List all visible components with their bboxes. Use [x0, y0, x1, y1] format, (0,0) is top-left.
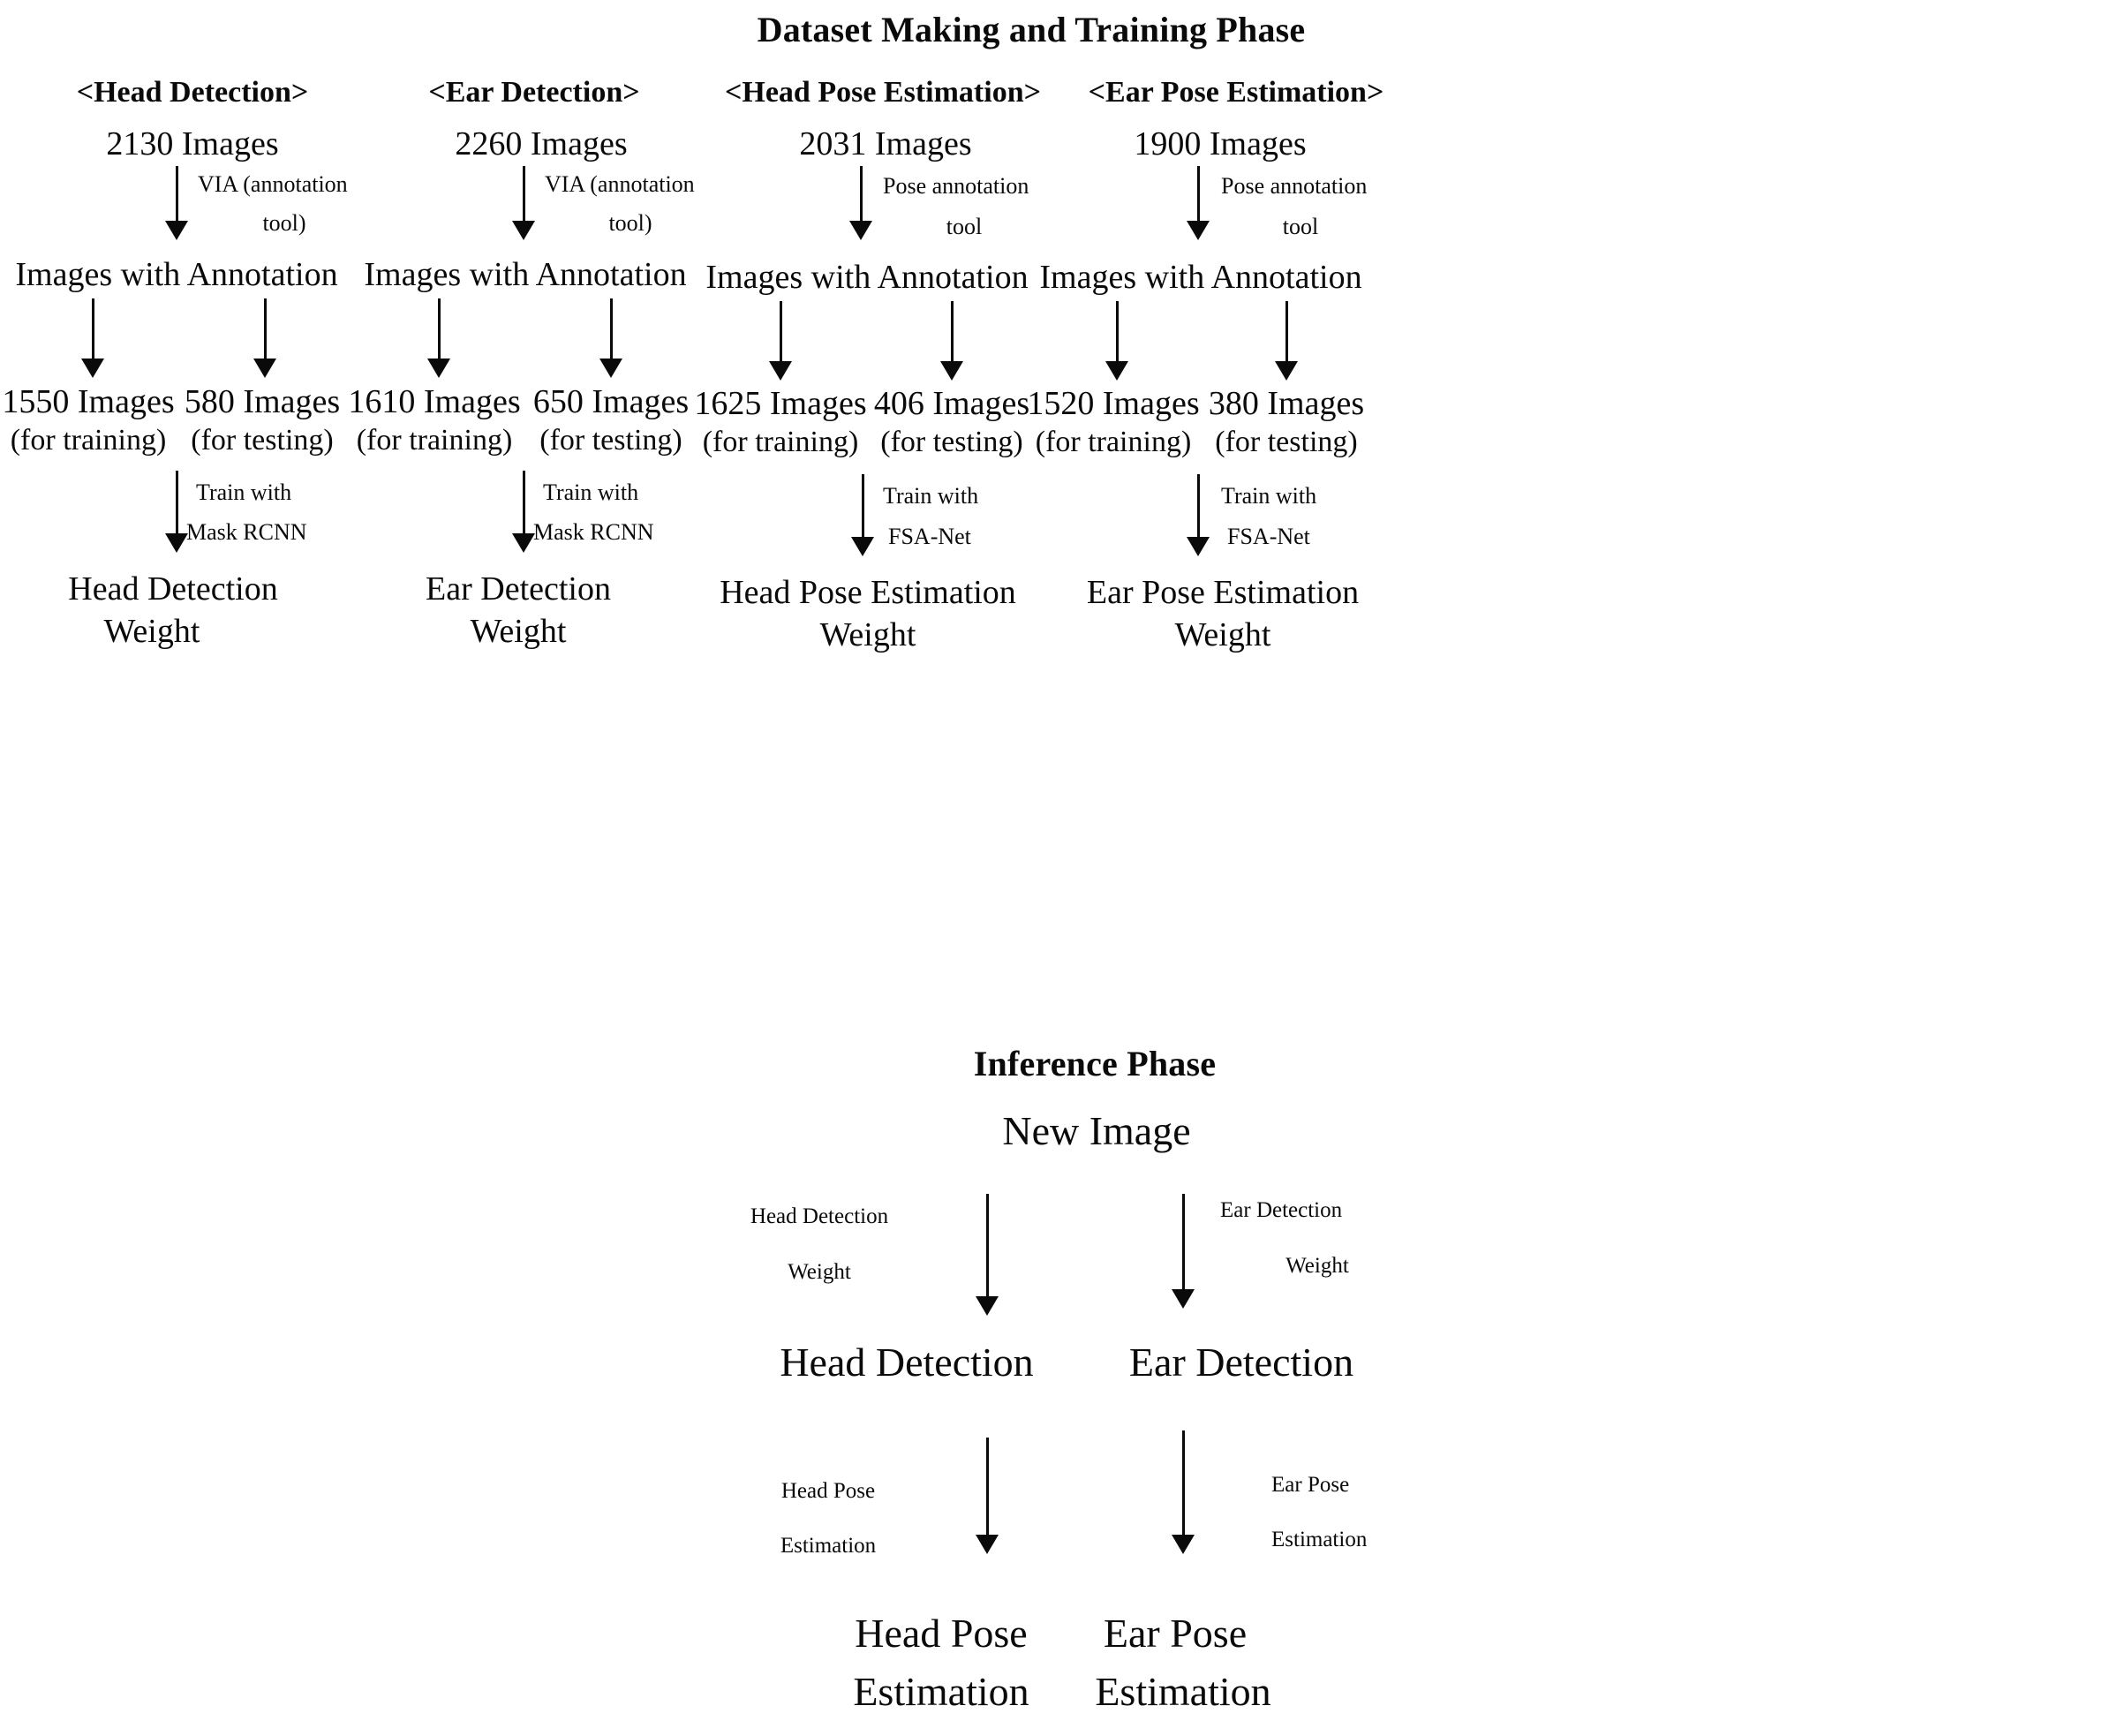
- arrow-train-ear-detection: [510, 471, 537, 553]
- weight-head-pose-estimation-line1: Head Pose Estimation: [720, 574, 1016, 611]
- arrow-train-head-pose-estimation: [849, 474, 876, 556]
- train-count-head-pose-estimation: 1625 Images: [694, 385, 867, 422]
- train-caption-ear-pose-estimation: (for training): [1035, 426, 1192, 458]
- edge-label-annotation-tool-ear-pose-line2: tool: [1282, 214, 1319, 239]
- edge-label-inference-head-weight-line2: Weight: [788, 1260, 851, 1284]
- edge-label-train-with-ear-detection-line1: Train with: [543, 479, 639, 505]
- annotated-images-ear-detection: Images with Annotation: [364, 256, 687, 293]
- arrow-train-head-detection: [163, 471, 190, 553]
- edge-label-train-with-head-pose-line2: FSA-Net: [888, 524, 971, 549]
- arrow-annotate-ear-detection: [510, 166, 537, 240]
- weight-ear-pose-estimation-line2: Weight: [1174, 616, 1271, 653]
- edge-label-train-with-head-detection-line2: Mask RCNN: [186, 519, 307, 545]
- train-caption-ear-detection: (for training): [356, 424, 513, 457]
- inference-output-ear-pose-line2: Estimation: [1095, 1669, 1271, 1714]
- weight-head-detection-line2: Weight: [103, 613, 200, 650]
- test-caption-ear-pose-estimation: (for testing): [1215, 426, 1358, 458]
- edge-label-annotation-tool-ear-detection-line2: tool): [608, 210, 652, 236]
- inference-output-head-pose-line2: Estimation: [853, 1669, 1029, 1714]
- edge-label-annotation-tool-head-detection-line2: tool): [262, 210, 306, 236]
- edge-label-inference-head-pose-line2: Estimation: [780, 1534, 877, 1558]
- inference-output-head-pose-line1: Head Pose: [855, 1611, 1028, 1656]
- arrow-annotate-head-detection: [163, 166, 190, 240]
- arrow-split-train-head-detection: [79, 298, 106, 378]
- arrow-inference-head-detection: [974, 1194, 1000, 1316]
- weight-ear-detection-line1: Ear Detection: [426, 570, 611, 608]
- arrow-inference-head-pose-estimation: [974, 1438, 1000, 1554]
- edge-label-annotation-tool-head-detection-line1: VIA (annotation: [198, 171, 348, 197]
- edge-label-inference-ear-pose-line1: Ear Pose: [1271, 1473, 1350, 1497]
- arrow-split-test-ear-detection: [598, 298, 624, 378]
- inference-phase-title: Inference Phase: [973, 1044, 1217, 1083]
- train-count-ear-pose-estimation: 1520 Images: [1027, 385, 1200, 422]
- arrow-inference-ear-pose-estimation: [1170, 1430, 1196, 1554]
- arrow-train-ear-pose-estimation: [1185, 474, 1211, 556]
- edge-label-annotation-tool-ear-detection-line1: VIA (annotation: [545, 171, 695, 197]
- column-header-head-detection: <Head Detection>: [76, 76, 309, 109]
- weight-ear-pose-estimation-line1: Ear Pose Estimation: [1086, 574, 1360, 611]
- arrow-split-train-ear-pose-estimation: [1104, 301, 1130, 381]
- inference-output-ear-pose-line1: Ear Pose: [1103, 1611, 1248, 1656]
- train-caption-head-pose-estimation: (for training): [702, 426, 859, 458]
- edge-label-inference-ear-weight-line2: Weight: [1285, 1254, 1349, 1278]
- arrow-split-train-head-pose-estimation: [767, 301, 794, 381]
- source-images-ear-pose-estimation: 1900 Images: [1134, 125, 1307, 162]
- test-count-head-detection: 580 Images: [184, 383, 341, 420]
- annotated-images-head-pose-estimation: Images with Annotation: [705, 259, 1029, 296]
- test-count-head-pose-estimation: 406 Images: [873, 385, 1030, 422]
- column-header-ear-detection: <Ear Detection>: [428, 76, 640, 109]
- arrow-inference-ear-detection: [1170, 1194, 1196, 1309]
- weight-head-detection-line1: Head Detection: [68, 570, 278, 608]
- source-images-head-pose-estimation: 2031 Images: [799, 125, 972, 162]
- annotated-images-ear-pose-estimation: Images with Annotation: [1039, 259, 1362, 296]
- edge-label-annotation-tool-head-pose-line1: Pose annotation: [883, 173, 1029, 199]
- inference-stage-ear-detection: Ear Detection: [1128, 1340, 1354, 1385]
- test-caption-head-pose-estimation: (for testing): [880, 426, 1023, 458]
- inference-stage-head-detection: Head Detection: [780, 1340, 1034, 1385]
- edge-label-inference-head-weight-line1: Head Detection: [750, 1204, 889, 1228]
- edge-label-annotation-tool-head-pose-line2: tool: [946, 214, 983, 239]
- test-count-ear-detection: 650 Images: [532, 383, 690, 420]
- edge-label-annotation-tool-ear-pose-line1: Pose annotation: [1221, 173, 1368, 199]
- edge-label-train-with-ear-pose-line1: Train with: [1221, 483, 1317, 509]
- edge-label-inference-head-pose-line1: Head Pose: [780, 1479, 876, 1503]
- edge-label-train-with-ear-pose-line2: FSA-Net: [1227, 524, 1310, 549]
- test-count-ear-pose-estimation: 380 Images: [1208, 385, 1365, 422]
- edge-label-inference-ear-pose-line2: Estimation: [1271, 1528, 1368, 1551]
- annotated-images-head-detection: Images with Annotation: [15, 256, 338, 293]
- train-caption-head-detection: (for training): [10, 424, 167, 457]
- inference-input-new-image: New Image: [1002, 1108, 1191, 1153]
- test-caption-head-detection: (for testing): [191, 424, 334, 457]
- arrow-split-train-ear-detection: [426, 298, 452, 378]
- arrow-split-test-head-detection: [252, 298, 278, 378]
- source-images-ear-detection: 2260 Images: [455, 125, 628, 162]
- edge-label-inference-ear-weight-line1: Ear Detection: [1220, 1198, 1343, 1222]
- weight-head-pose-estimation-line2: Weight: [819, 616, 916, 653]
- arrow-annotate-head-pose-estimation: [848, 166, 874, 240]
- column-header-head-pose-estimation: <Head Pose Estimation>: [725, 76, 1041, 109]
- training-phase-title: Dataset Making and Training Phase: [757, 10, 1306, 49]
- test-caption-ear-detection: (for testing): [539, 424, 682, 457]
- edge-label-train-with-head-pose-line1: Train with: [883, 483, 979, 509]
- train-count-ear-detection: 1610 Images: [348, 383, 521, 420]
- edge-label-train-with-ear-detection-line2: Mask RCNN: [533, 519, 654, 545]
- column-header-ear-pose-estimation: <Ear Pose Estimation>: [1088, 76, 1384, 109]
- arrow-split-test-ear-pose-estimation: [1273, 301, 1300, 381]
- arrow-split-test-head-pose-estimation: [939, 301, 965, 381]
- source-images-head-detection: 2130 Images: [106, 125, 279, 162]
- arrow-annotate-ear-pose-estimation: [1185, 166, 1211, 240]
- edge-label-train-with-head-detection-line1: Train with: [196, 479, 292, 505]
- train-count-head-detection: 1550 Images: [2, 383, 175, 420]
- weight-ear-detection-line2: Weight: [470, 613, 567, 650]
